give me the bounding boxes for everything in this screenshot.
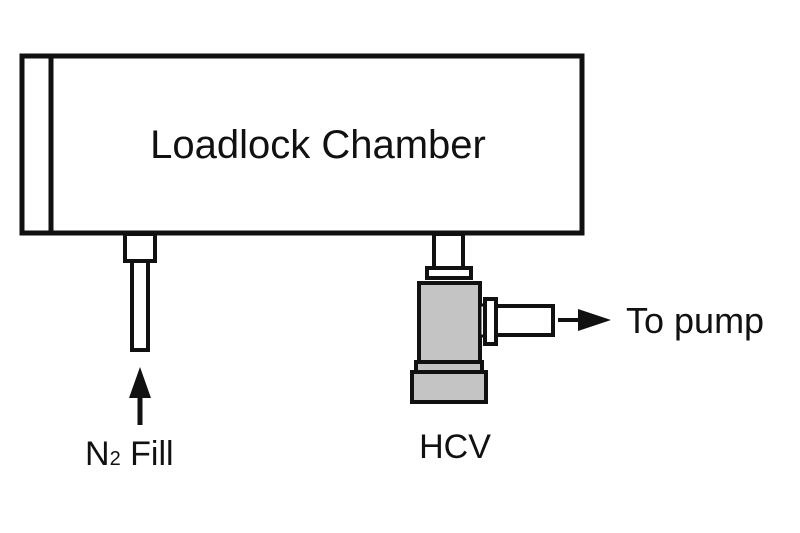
pump-label: To pump — [626, 300, 764, 341]
valve-neck — [432, 232, 465, 270]
n2-fill-label: N2 Fill — [85, 435, 174, 473]
n2-fill-tube — [130, 259, 150, 352]
n2-port-fitting — [123, 232, 157, 263]
chamber-label: Loadlock Chamber — [150, 123, 486, 167]
valve-top-flange — [425, 266, 473, 280]
n2-inflow-arrow-icon — [129, 367, 151, 425]
valve-label: HCV — [419, 428, 491, 466]
pump-outflow-arrow-icon — [558, 309, 611, 331]
loadlock-chamber — [19, 53, 585, 236]
pump-outlet-tube — [494, 304, 555, 337]
valve-body — [417, 281, 482, 365]
valve-base — [410, 370, 488, 404]
